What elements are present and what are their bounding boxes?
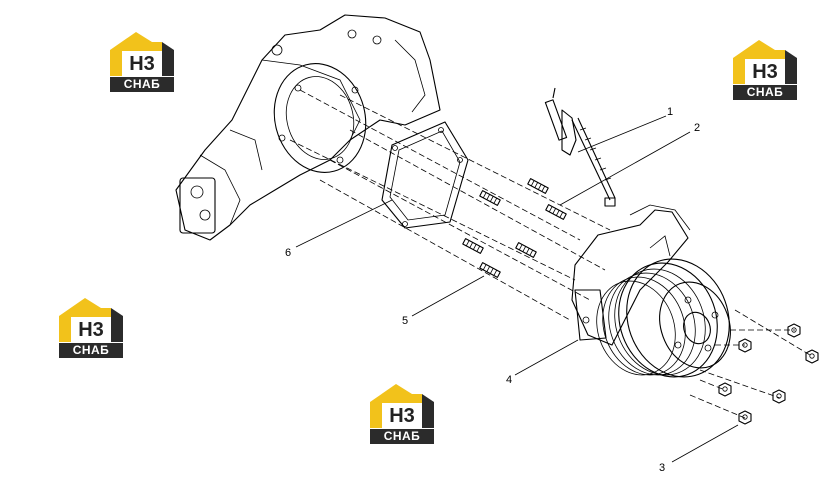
- assembly-lines: [289, 89, 811, 419]
- leader-line-4: [514, 339, 579, 376]
- engine-housing: [175, 14, 441, 241]
- watermark-logo: H3 CHAБ: [729, 38, 801, 104]
- water-pump: [571, 204, 731, 378]
- gasket: [381, 121, 469, 229]
- logo-text: CHAБ: [123, 77, 161, 91]
- leader-line-5: [411, 275, 485, 317]
- leader-line-1: [577, 115, 667, 153]
- logo-text: CHAБ: [72, 343, 110, 357]
- watermark-logo: H3 CHAБ: [55, 296, 127, 362]
- leader-line-2: [559, 131, 691, 206]
- logo-mark: H3: [752, 61, 778, 83]
- callout-1: 1: [667, 106, 673, 118]
- studs: [462, 178, 567, 278]
- watermark-logo: H3 CHAБ: [366, 382, 438, 448]
- logo-text: CHAБ: [383, 429, 421, 443]
- watermark-logo: H3 CHAБ: [106, 30, 178, 96]
- callout-2: 2: [694, 122, 700, 134]
- callout-4: 4: [506, 374, 512, 386]
- leader-line-3: [671, 424, 739, 463]
- logo-mark: H3: [389, 405, 415, 427]
- logo-mark: H3: [129, 53, 155, 75]
- logo-mark: H3: [78, 319, 104, 341]
- sensor-assembly: [544, 87, 616, 207]
- nuts: [718, 323, 819, 425]
- callout-3: 3: [659, 462, 665, 474]
- callout-6: 6: [285, 247, 291, 259]
- logo-text: CHAБ: [746, 85, 784, 99]
- leader-line-6: [295, 199, 393, 248]
- callout-5: 5: [402, 315, 408, 327]
